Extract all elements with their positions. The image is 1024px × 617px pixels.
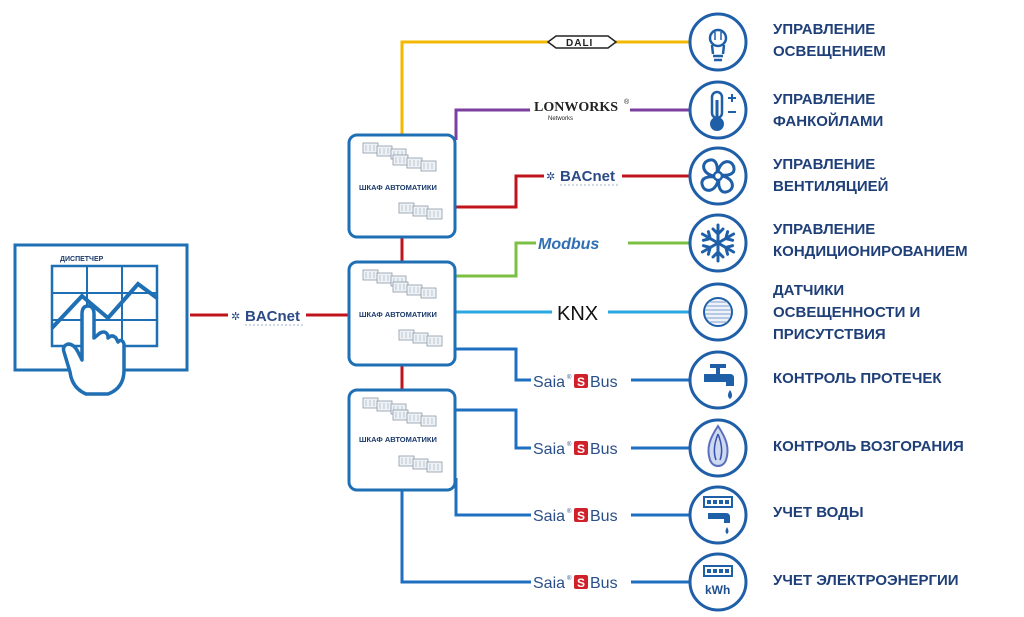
- svg-text:Bus: Bus: [590, 508, 618, 525]
- modbus-logo: Modbus: [536, 233, 628, 253]
- svg-text:®: ®: [567, 508, 572, 515]
- saia-sbus-logo: Saia ® S Bus: [531, 438, 631, 458]
- dali-logo: DALI: [546, 35, 618, 49]
- svg-text:®: ®: [567, 374, 572, 381]
- presence-sensor-icon: [688, 282, 748, 342]
- thermometer-icon: [688, 80, 748, 140]
- lonworks-networks-label: Networks: [548, 116, 573, 122]
- svg-text:Saia: Saia: [533, 508, 565, 525]
- saia-sbus-logo: Saia ® S Bus: [531, 505, 631, 525]
- dali-label: DALI: [566, 38, 593, 49]
- sbus-electricity-line: [400, 490, 690, 584]
- saia-sbus-logo: Saia ® S Bus: [531, 371, 631, 391]
- bacnet-label: BACnet: [560, 168, 615, 185]
- kwh-label: kWh: [705, 583, 730, 597]
- dispatcher-panel: ДИСПЕТЧЕР: [13, 243, 189, 396]
- lonworks-logo: LONWORKS ® Networks: [530, 96, 630, 124]
- light-bulb-icon: [688, 12, 748, 72]
- svg-text:S: S: [577, 375, 585, 389]
- svg-text:S: S: [577, 442, 585, 456]
- knx-logo: KNX: [552, 300, 608, 325]
- cabinet-title: ШКАФ АВТОМАТИКИ: [359, 435, 437, 444]
- modbus-label: Modbus: [538, 236, 599, 253]
- knx-label: KNX: [557, 303, 598, 325]
- subsystem-label-electricity-metering: УЧЕТ ЭЛЕКТРОЭНЕРГИИ: [773, 572, 959, 589]
- svg-text:✲: ✲: [546, 171, 555, 183]
- lonworks-label: LONWORKS: [534, 100, 618, 115]
- svg-text:Saia: Saia: [533, 441, 565, 458]
- automation-cabinet-1: ШКАФ АВТОМАТИКИ: [347, 133, 457, 239]
- water-meter-icon: [688, 485, 748, 545]
- svg-text:Bus: Bus: [590, 374, 618, 391]
- svg-text:✲: ✲: [231, 311, 240, 323]
- svg-text:Bus: Bus: [590, 575, 618, 592]
- flame-icon: [688, 418, 748, 478]
- cabinet-title: ШКАФ АВТОМАТИКИ: [359, 310, 437, 319]
- electricity-meter-icon: kWh: [688, 552, 748, 612]
- subsystem-label-water-metering: УЧЕТ ВОДЫ: [773, 504, 864, 521]
- bacnet-logo-dispatcher: ✲ BACnet: [228, 306, 306, 326]
- svg-text:Saia: Saia: [533, 575, 565, 592]
- automation-cabinet-3: ШКАФ АВТОМАТИКИ: [347, 388, 457, 492]
- hand-pointer-icon: [61, 304, 126, 396]
- automation-cabinet-2: ШКАФ АВТОМАТИКИ: [347, 260, 457, 367]
- cabinet-title: ШКАФ АВТОМАТИКИ: [359, 183, 437, 192]
- svg-text:®: ®: [567, 441, 572, 448]
- svg-text:®: ®: [567, 575, 572, 582]
- svg-text:Saia: Saia: [533, 374, 565, 391]
- subsystem-label-leak-control: КОНТРОЛЬ ПРОТЕЧЕК: [773, 370, 942, 387]
- water-tap-icon: [688, 350, 748, 410]
- dispatcher-title: ДИСПЕТЧЕР: [60, 256, 104, 263]
- svg-text:S: S: [577, 509, 585, 523]
- ventilation-fan-icon: [688, 146, 748, 206]
- svg-text:Bus: Bus: [590, 441, 618, 458]
- svg-text:S: S: [577, 576, 585, 590]
- bacnet-logo: ✲ BACnet: [544, 166, 622, 186]
- subsystem-label-fire-control: КОНТРОЛЬ ВОЗГОРАНИЯ: [773, 438, 964, 455]
- svg-text:®: ®: [624, 98, 630, 106]
- saia-sbus-logo: Saia ® S Bus: [531, 572, 631, 592]
- snowflake-icon: [688, 213, 748, 273]
- bacnet-label-dispatcher: BACnet: [245, 308, 300, 325]
